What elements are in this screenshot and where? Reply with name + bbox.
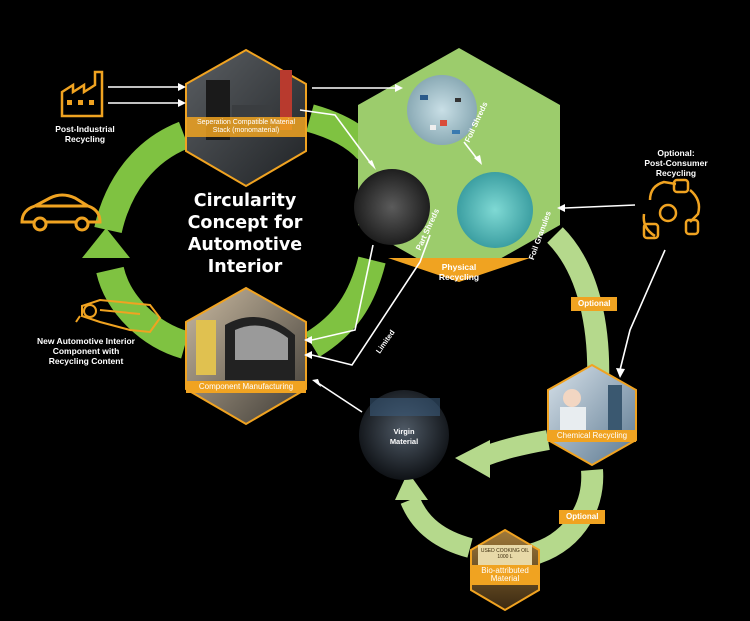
separation-label: Seperation Compatible Material Stack (mo… xyxy=(196,119,296,134)
main-cycle-ring xyxy=(82,104,386,359)
flow-arrows xyxy=(108,86,666,413)
part-shreds-photo xyxy=(354,169,430,245)
optional-badge: Optional xyxy=(559,510,606,524)
foil-granules-photo xyxy=(457,172,533,248)
title-line: Automotive xyxy=(187,235,303,255)
post-consumer-label: Optional: Post-Consumer Recycling xyxy=(644,148,708,178)
foil-shreds-photo xyxy=(407,75,477,145)
new-component-label: New Automotive Interior Component with R… xyxy=(37,336,135,366)
post-industrial-label: Post-Industrial Recycling xyxy=(55,124,115,144)
diagram-title: Circularity Concept for Automotive Inter… xyxy=(185,190,305,278)
optional-badge: Optional xyxy=(571,297,618,311)
factory-icon xyxy=(60,70,104,118)
recycle-hands-icon xyxy=(642,178,701,240)
car-icon xyxy=(20,193,102,232)
virgin-material-label: Virgin Material xyxy=(389,427,419,446)
chemical-recycling-hexagon xyxy=(547,363,637,467)
physical-recycling-label: Physical Recycling xyxy=(438,262,480,282)
title-line: Circularity xyxy=(193,191,297,211)
title-line: Concept for xyxy=(187,213,303,233)
component-manufacturing-hexagon xyxy=(185,286,307,426)
cooking-oil-label: USED COOKING OIL 1000 L xyxy=(480,548,530,560)
dashboard-part-icon xyxy=(75,298,162,334)
bio-attributed-label: Bio-attributed Material xyxy=(481,566,529,583)
title-line: Interior xyxy=(207,257,283,277)
component-manufacturing-label: Component Manufacturing xyxy=(198,382,294,391)
chemical-recycling-label: Chemical Recycling xyxy=(556,431,628,440)
